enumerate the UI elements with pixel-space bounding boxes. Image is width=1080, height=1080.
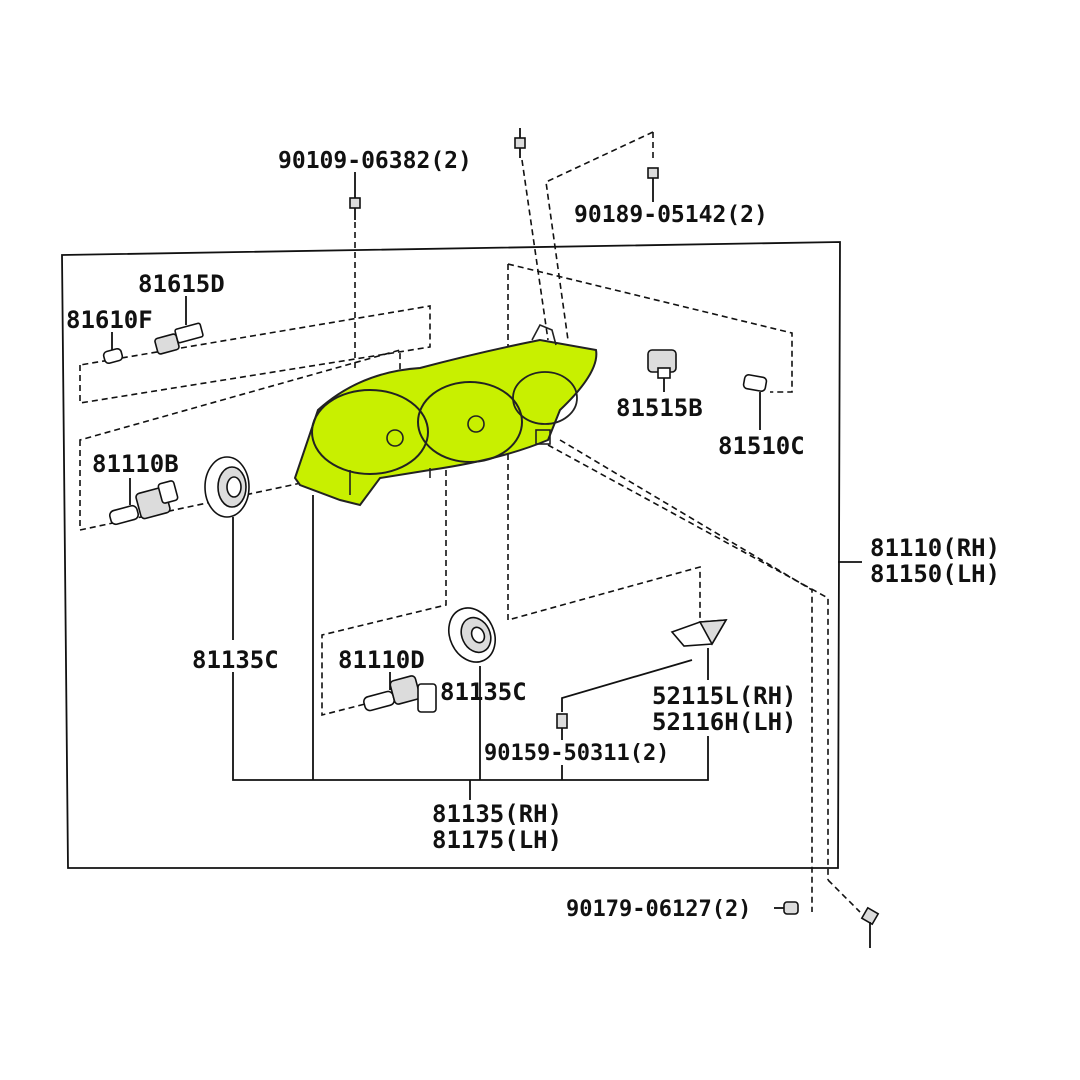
dash-bottom-right-3 bbox=[827, 879, 861, 913]
label-headlamp-rh: 81110(RH) bbox=[870, 534, 1000, 562]
label-assy-rh: 81135(RH) bbox=[432, 800, 562, 828]
label-81110b: 81110B bbox=[92, 450, 179, 478]
dash-group-right bbox=[507, 263, 793, 393]
bolt-bottom-right-icon bbox=[860, 906, 880, 948]
label-bolt-top-right: 90189-05142(2) bbox=[574, 202, 768, 228]
assembly-bracket-lines bbox=[232, 495, 709, 800]
screw-90159-icon bbox=[556, 713, 568, 740]
label-bolt-bottom: 90179-06127(2) bbox=[566, 897, 751, 922]
label-81615d: 81615D bbox=[138, 270, 225, 298]
bulb-81110d-icon bbox=[363, 672, 437, 713]
label-adjuster-lh: 52116H(LH) bbox=[652, 708, 797, 736]
bolt-top-center-icon bbox=[514, 128, 526, 158]
label-81110d: 81110D bbox=[338, 646, 425, 674]
label-81610f: 81610F bbox=[66, 306, 153, 334]
label-81515b: 81515B bbox=[616, 394, 703, 422]
label-81135c-left: 81135C bbox=[192, 646, 279, 674]
bolt-top-right-icon bbox=[647, 167, 659, 202]
bulb-81615d-icon bbox=[154, 296, 204, 355]
dash-group-lower-right bbox=[507, 264, 701, 640]
frame-box bbox=[61, 241, 841, 869]
label-81510c: 81510C bbox=[718, 432, 805, 460]
bulb-81510c-icon bbox=[742, 374, 768, 430]
socket-81515b-icon bbox=[647, 349, 677, 392]
dash-bottom-right-1 bbox=[547, 444, 829, 880]
adjuster-52115l-icon bbox=[561, 619, 728, 712]
label-adjuster-rh: 52115L(RH) bbox=[652, 682, 797, 710]
label-assy-lh: 81175(LH) bbox=[432, 826, 562, 854]
cover-81135c-left-icon bbox=[204, 456, 250, 640]
label-81135c-mid: 81135C bbox=[440, 678, 527, 706]
dash-bolt-top-center bbox=[521, 159, 549, 341]
dash-bottom-right-2 bbox=[559, 439, 813, 912]
dash-bolt-top-right bbox=[545, 131, 654, 341]
label-headlamp-lh: 81150(LH) bbox=[870, 560, 1000, 588]
dash-group-small-bulbs bbox=[79, 305, 431, 404]
bolt-bottom-left-icon bbox=[774, 901, 799, 915]
bulb-81610f-icon bbox=[102, 332, 124, 365]
label-bolt-top-left: 90109-06382(2) bbox=[278, 148, 472, 174]
dash-group-81110d bbox=[321, 470, 447, 717]
dash-group-81110b bbox=[79, 348, 401, 531]
bolt-top-left-icon bbox=[349, 172, 361, 220]
label-screw-90159: 90159-50311(2) bbox=[484, 741, 669, 766]
headlamp-assembly-icon bbox=[293, 323, 598, 507]
bulb-81110b-icon bbox=[108, 478, 179, 526]
cover-81135c-mid-icon bbox=[448, 607, 496, 663]
